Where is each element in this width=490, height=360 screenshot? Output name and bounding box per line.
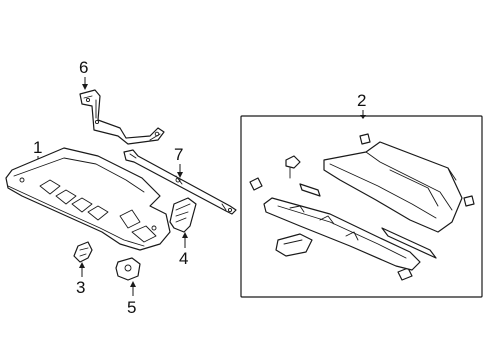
- bumper-stop-icon: [73, 241, 93, 263]
- callout-label-4: 4: [179, 249, 188, 268]
- callout-label-2: 2: [357, 91, 366, 110]
- glove-box-assembly-kit-icon: [240, 115, 483, 298]
- damper-rod-icon: [123, 149, 237, 215]
- callout-label-3: 3: [76, 278, 85, 297]
- callout-label-7: 7: [174, 145, 183, 164]
- glove-box-door-panel-icon: [5, 147, 171, 251]
- latch-striker-icon: [169, 197, 197, 233]
- support-bracket-icon: [79, 89, 165, 145]
- leader-lines: [35, 77, 366, 296]
- callout-label-5: 5: [127, 298, 136, 317]
- callout-label-1: 1: [33, 138, 42, 157]
- hinge-bracket-icon: [115, 257, 141, 281]
- callout-label-6: 6: [79, 58, 88, 77]
